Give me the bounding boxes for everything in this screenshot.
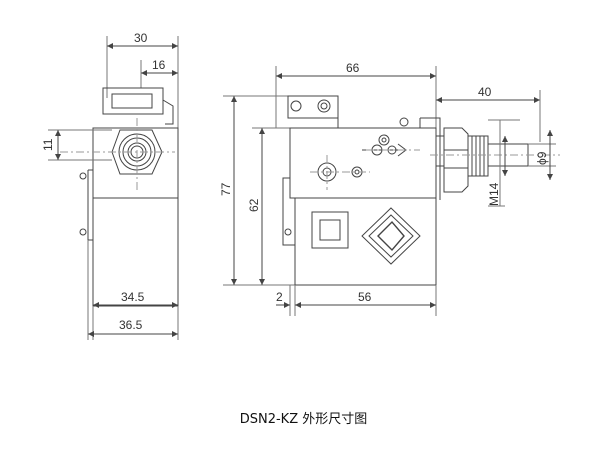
dim-front-height-total: 77 — [219, 182, 233, 196]
dim-front-bottom-offset: 2 — [276, 290, 283, 304]
side-view — [48, 36, 179, 340]
front-view — [223, 66, 560, 316]
dim-side-top-width: 30 — [134, 31, 148, 45]
dim-thread: M14 — [487, 182, 501, 206]
dim-front-height-inner: 62 — [247, 198, 261, 212]
dim-side-height-small: 11 — [41, 138, 55, 151]
dim-side-top-inner: 16 — [152, 58, 166, 72]
dim-side-bottom-2: 36.5 — [119, 318, 143, 332]
dim-side-bottom-1: 34.5 — [121, 290, 145, 304]
dim-front-top-width: 66 — [346, 61, 360, 75]
dim-front-right-width: 40 — [478, 85, 492, 99]
dim-diameter: ϕ9 — [535, 151, 549, 165]
dim-front-bottom-width: 56 — [358, 290, 372, 304]
drawing-caption: DSN2-KZ 外形尺寸图 — [239, 412, 368, 427]
